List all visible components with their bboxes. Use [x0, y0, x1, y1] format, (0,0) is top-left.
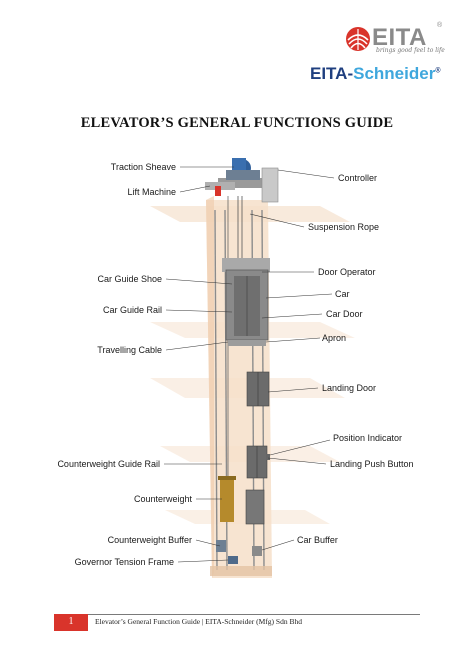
eita-schneider-logo-reg: ® [435, 67, 441, 75]
label-governor-tension-frame: Governor Tension Frame [74, 557, 174, 567]
counterweight-shape [220, 480, 234, 522]
page-title: ELEVATOR’S GENERAL FUNCTIONS GUIDE [80, 115, 394, 131]
label-car-guide-shoe: Car Guide Shoe [97, 274, 162, 284]
footer-rule [54, 614, 420, 615]
leader-lines [164, 166, 335, 563]
eita-schneider-logo-b: Schneider [353, 64, 436, 83]
label-lift-machine: Lift Machine [127, 187, 176, 197]
controller-shape [261, 167, 279, 203]
footer-text: Elevator’s General Function Guide | EITA… [95, 617, 302, 626]
label-counterweight: Counterweight [133, 494, 192, 504]
label-traction-sheave: Traction Sheave [110, 162, 176, 172]
label-car: Car [335, 289, 350, 299]
label-travelling-cable: Travelling Cable [97, 345, 162, 355]
label-car-buffer: Car Buffer [297, 535, 338, 545]
eita-logo-registered: ® [437, 22, 443, 29]
label-landing-push-button: Landing Push Button [330, 459, 414, 469]
eita-schneider-logo-a: EITA- [310, 64, 354, 83]
label-position-indicator: Position Indicator [333, 433, 403, 443]
eita-schneider-logo: EITA-Schneider® [310, 64, 441, 84]
label-door-operator: Door Operator [318, 267, 376, 277]
eita-logo-tagline: brings good feel to life [376, 47, 445, 54]
label-counterweight-buffer: Counterweight Buffer [107, 535, 192, 545]
label-controller: Controller [338, 173, 378, 183]
label-counterweight-guide-rail: Counterweight Guide Rail [57, 459, 160, 469]
page-number-box [54, 614, 88, 631]
page-number: 1 [68, 616, 74, 627]
label-car-guide-rail: Car Guide Rail [102, 305, 162, 315]
label-car-door: Car Door [326, 309, 363, 319]
eita-logo-mark [346, 27, 370, 51]
label-apron: Apron [322, 333, 347, 343]
eita-logo-text: EITA [372, 24, 427, 51]
label-suspension-rope: Suspension Rope [308, 222, 380, 232]
label-landing-door: Landing Door [322, 383, 377, 393]
